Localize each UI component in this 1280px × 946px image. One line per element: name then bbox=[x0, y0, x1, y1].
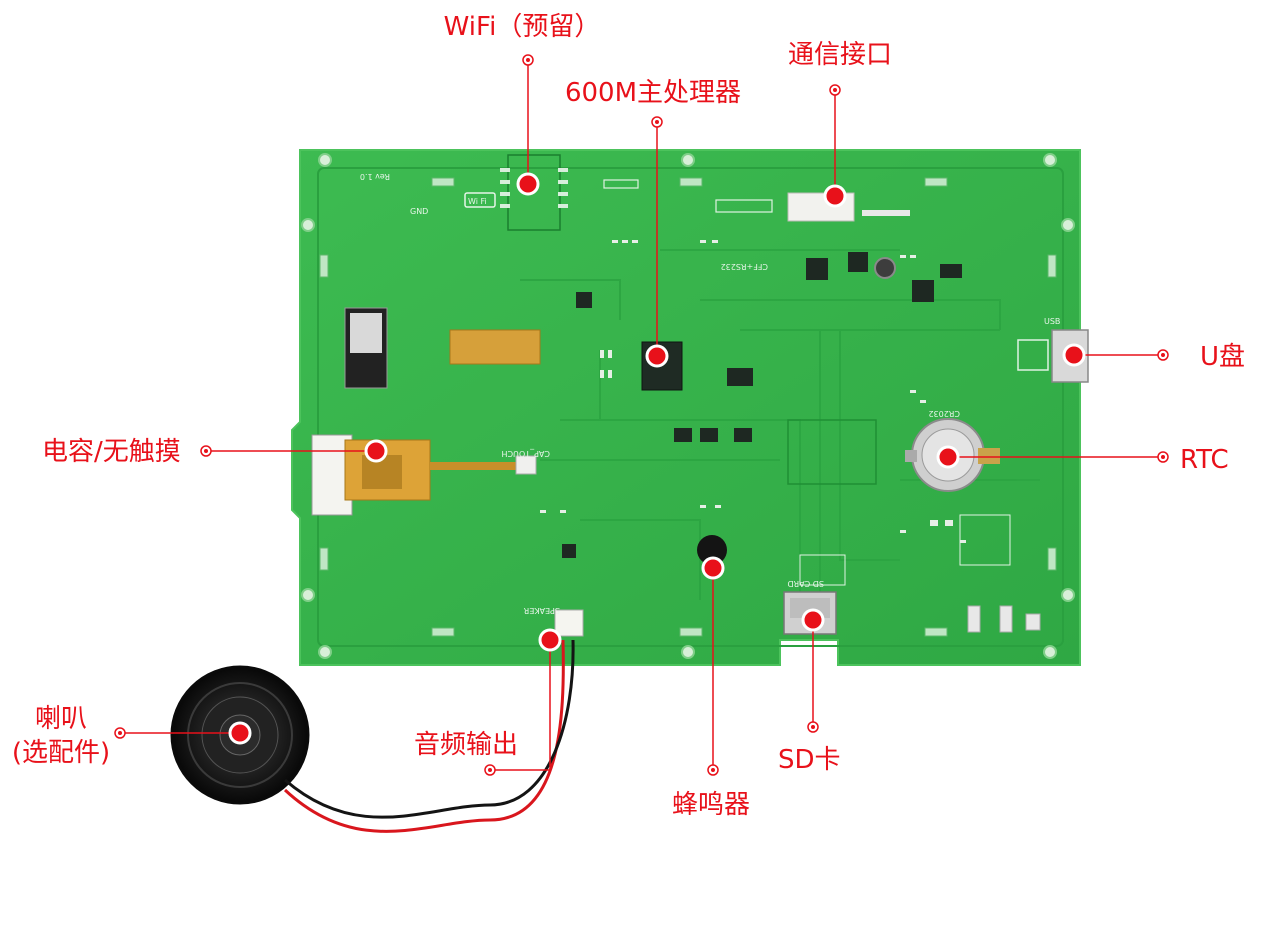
pcb-board bbox=[291, 149, 1089, 666]
fpc-silk: CAP_TOUCH bbox=[501, 449, 550, 458]
callout-cpu: 600M主处理器 bbox=[564, 78, 742, 108]
rtc-chip-silk: CR2032 bbox=[928, 409, 960, 418]
callout-speaker-line1: 喇叭 bbox=[34, 704, 87, 734]
gnd-silk: GND bbox=[410, 207, 428, 216]
uart-silk: CFF+RS232 bbox=[721, 262, 768, 271]
callout-buzzer: 蜂鸣器 bbox=[671, 790, 751, 820]
callout-sd: SD卡 bbox=[778, 745, 841, 775]
rev-text: Rev 1.0 bbox=[360, 172, 390, 181]
callout-rtc: RTC bbox=[1180, 445, 1229, 475]
callout-touch: 电容/无触摸 bbox=[42, 437, 181, 467]
wifi-logo-text: Wi Fi bbox=[468, 197, 487, 206]
callout-markers bbox=[114, 54, 1169, 776]
callout-wifi: WiFi（预留） bbox=[443, 12, 601, 42]
speaker-silk: SPEAKER bbox=[523, 606, 560, 615]
usb-silk: USB bbox=[1044, 317, 1060, 326]
callout-comm: 通信接口 bbox=[787, 40, 893, 70]
callout-speaker-line2: (选配件) bbox=[11, 738, 111, 768]
sd-card-silk: SD CARD bbox=[787, 579, 824, 588]
callout-speaker: 喇叭 (选配件) bbox=[6, 702, 116, 770]
callout-audio-out: 音频输出 bbox=[414, 730, 519, 760]
callout-udisk: U盘 bbox=[1200, 342, 1246, 372]
